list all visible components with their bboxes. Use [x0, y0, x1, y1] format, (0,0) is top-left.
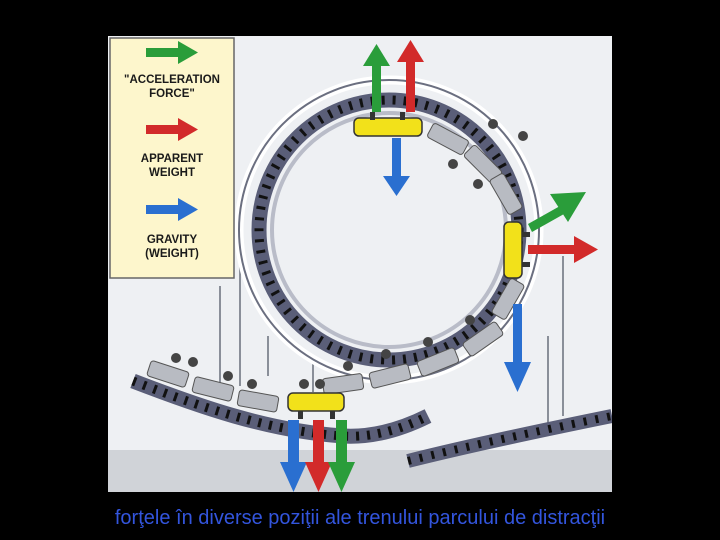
legend-gravity-label-line2: (WEIGHT)	[145, 248, 199, 260]
legend-apparent-weight-label-line1: APPARENT	[141, 153, 203, 165]
legend-apparent-weight-label-line2: WEIGHT	[149, 167, 195, 179]
caption: forţele în diverse poziţii ale trenului …	[0, 507, 720, 530]
roller-coaster-loop-diagram: "ACCELERATION FORCE" APPARENT WEIGHT GRA…	[108, 36, 612, 492]
legend-gravity-label-line1: GRAVITY	[147, 234, 198, 246]
legend-acceleration-label-line1: "ACCELERATION	[124, 74, 220, 86]
legend: "ACCELERATION FORCE" APPARENT WEIGHT GRA…	[110, 38, 234, 278]
legend-acceleration-label-line2: FORCE"	[149, 88, 195, 100]
ground	[108, 450, 612, 492]
